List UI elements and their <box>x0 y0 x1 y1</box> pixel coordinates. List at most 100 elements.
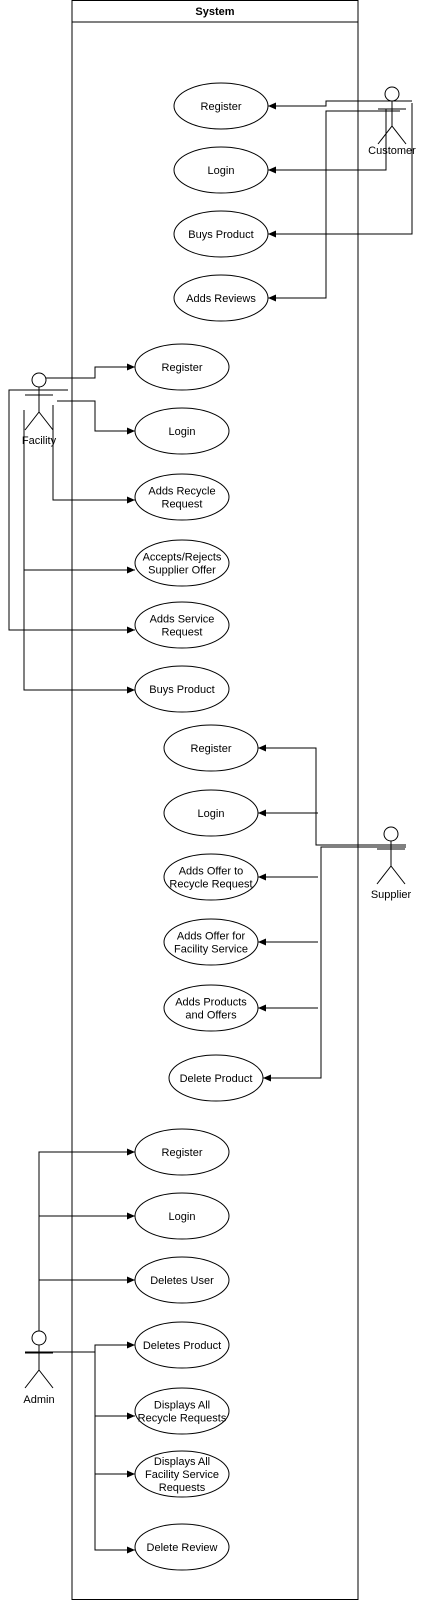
use-case-ellipse <box>134 473 230 521</box>
use-case-label: Register <box>191 743 232 755</box>
use-case-label: Adds Service <box>150 614 215 626</box>
use-case-label: Recycle Requests <box>138 1413 227 1425</box>
admin-to-del-user-line <box>39 1276 135 1284</box>
admin-to-del-review-line <box>94 1416 135 1554</box>
use-case-label: Displays All <box>154 1456 210 1468</box>
use-case-customer-buys: Buys Product <box>173 210 269 258</box>
customer-to-register-line <box>268 100 412 110</box>
use-case-customer-register: Register <box>173 82 269 130</box>
use-case-ellipse <box>134 1256 230 1304</box>
facility-to-login-line <box>57 400 135 435</box>
actor-left-leg <box>376 865 392 885</box>
use-case-label: Accepts/Rejects <box>143 552 222 564</box>
facility-to-buys-line <box>23 560 135 694</box>
use-case-ellipse <box>173 82 269 130</box>
use-case-supplier-delete: Delete Product <box>168 1054 264 1102</box>
use-case-label: Displays All <box>154 1400 210 1412</box>
facility-to-recycle-line <box>52 405 135 504</box>
use-case-supplier-login: Login <box>163 789 259 837</box>
use-case-label: Delete Review <box>147 1542 218 1554</box>
use-case-label: Adds Offer to <box>179 866 244 878</box>
facility-to-register-line <box>46 363 135 379</box>
use-case-ellipse <box>134 1523 230 1571</box>
admin-to-login-line <box>39 1212 135 1220</box>
use-case-facility-buys: Buys Product <box>134 665 230 713</box>
use-case-ellipse <box>134 539 230 587</box>
use-case-label: Deletes User <box>150 1275 214 1287</box>
use-case-customer-login: Login <box>173 146 269 194</box>
use-case-label: Recycle Request <box>169 879 252 891</box>
use-case-ellipse <box>134 601 230 649</box>
use-case-label: Request <box>162 499 203 511</box>
supplier-to-login-line <box>258 809 318 817</box>
actor-label-customer: Customer <box>368 145 416 157</box>
use-case-label: Register <box>162 1147 203 1159</box>
admin-to-register-line <box>38 1148 135 1334</box>
use-case-label: Adds Offer for <box>177 931 246 943</box>
use-case-label: Facility Service <box>145 1469 219 1481</box>
use-case-label: Adds Recycle <box>148 486 215 498</box>
actor-right-leg <box>38 1369 54 1389</box>
use-case-admin-del-user: Deletes User <box>134 1256 230 1304</box>
use-case-label: Requests <box>159 1482 206 1494</box>
supplier-to-offer-service-line <box>258 938 318 946</box>
use-case-label: Buys Product <box>188 229 253 241</box>
actor-admin: Admin <box>23 1330 55 1406</box>
actor-right-leg <box>38 411 54 431</box>
use-case-customer-reviews: Adds Reviews <box>173 274 269 322</box>
use-case-label: Login <box>208 165 235 177</box>
actor-left-leg <box>24 411 40 431</box>
use-case-label: Login <box>169 1211 196 1223</box>
use-case-ellipse <box>134 407 230 455</box>
use-case-ellipse <box>168 1054 264 1102</box>
use-case-label: Register <box>201 101 242 113</box>
use-case-ellipse <box>163 789 259 837</box>
system-title: System <box>195 6 234 18</box>
use-case-label: Delete Product <box>180 1073 253 1085</box>
actor-label-admin: Admin <box>23 1394 54 1406</box>
actor-label-supplier: Supplier <box>371 889 412 901</box>
use-case-ellipse <box>163 853 259 901</box>
use-case-label: Adds Reviews <box>186 293 256 305</box>
customer-to-buys-line <box>268 103 413 238</box>
use-case-admin-del-product: Deletes Product <box>134 1321 230 1369</box>
supplier-to-offer-recycle-line <box>258 873 318 881</box>
use-case-ellipse <box>163 918 259 966</box>
supplier-to-register-line <box>258 744 406 846</box>
actor-right-leg <box>390 865 406 885</box>
admin-to-service-list-line <box>95 1470 135 1478</box>
use-case-label: and Offers <box>185 1010 237 1022</box>
use-case-facility-register: Register <box>134 343 230 391</box>
use-case-supplier-register: Register <box>163 724 259 772</box>
use-case-label: Adds Products <box>175 997 247 1009</box>
use-case-admin-del-review: Delete Review <box>134 1523 230 1571</box>
use-case-label: Login <box>169 426 196 438</box>
use-case-ellipse <box>173 274 269 322</box>
use-case-ellipse <box>134 1387 230 1435</box>
use-case-label: Login <box>198 808 225 820</box>
admin-to-recycle-list-line <box>90 1351 135 1420</box>
use-case-label: Register <box>162 362 203 374</box>
admin-to-del-product-line <box>25 1341 135 1353</box>
actor-right-leg <box>391 125 407 145</box>
actor-left-leg <box>24 1369 40 1389</box>
actor-facility: Facility <box>22 372 57 447</box>
customer-to-reviews-line <box>268 110 400 302</box>
actor-supplier: Supplier <box>371 826 412 901</box>
use-case-ellipse <box>163 724 259 772</box>
actor-head <box>383 826 399 842</box>
use-case-admin-register: Register <box>134 1128 230 1176</box>
use-case-label: Buys Product <box>149 684 214 696</box>
actor-head <box>31 372 47 388</box>
use-case-ellipse <box>173 210 269 258</box>
use-case-ellipse <box>163 984 259 1032</box>
